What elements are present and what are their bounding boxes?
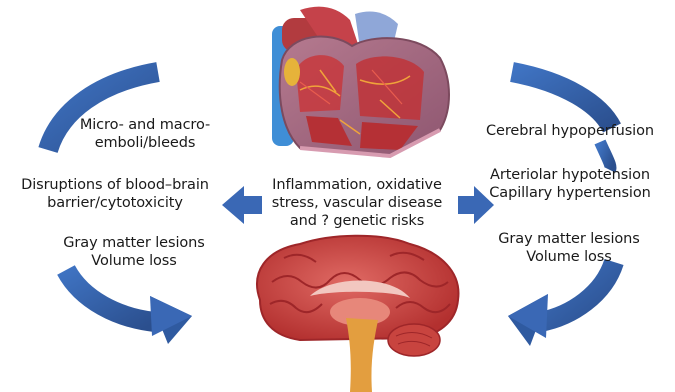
heart-illustration-icon [272, 7, 449, 156]
left-bbb-label: Disruptions of blood–brain barrier/cytot… [6, 176, 224, 212]
right-hypoperfusion-label: Cerebral hypoperfusion [470, 122, 670, 140]
right-item2-line-2: Capillary hypertension [466, 184, 674, 202]
central-mechanisms-text: Inflammation, oxidative stress, vascular… [262, 176, 452, 230]
center-line-1: Inflammation, oxidative [262, 176, 452, 194]
right-item1-line-1: Cerebral hypoperfusion [470, 122, 670, 140]
left-item2-line-1: Disruptions of blood–brain [6, 176, 224, 194]
right-item3-line-1: Gray matter lesions [484, 230, 654, 248]
right-pressure-label: Arteriolar hypotension Capillary hyperte… [466, 166, 674, 202]
left-item3-line-2: Volume loss [46, 252, 222, 270]
left-item1-line-2: emboli/bleeds [60, 134, 230, 152]
center-line-2: stress, vascular disease [262, 194, 452, 212]
curved-arrow-right-icon [508, 72, 614, 346]
left-item3-line-1: Gray matter lesions [46, 234, 222, 252]
left-gray-matter-label: Gray matter lesions Volume loss [46, 234, 222, 270]
right-gray-matter-label: Gray matter lesions Volume loss [484, 230, 654, 266]
left-item1-line-1: Micro- and macro- [60, 116, 230, 134]
arrow-left-icon [222, 186, 262, 224]
brain-illustration-icon [257, 236, 458, 392]
center-line-3: and ? genetic risks [262, 212, 452, 230]
left-emboli-label: Micro- and macro- emboli/bleeds [60, 116, 230, 152]
right-item2-line-1: Arteriolar hypotension [466, 166, 674, 184]
right-item3-line-2: Volume loss [484, 248, 654, 266]
left-item2-line-2: barrier/cytotoxicity [6, 194, 224, 212]
